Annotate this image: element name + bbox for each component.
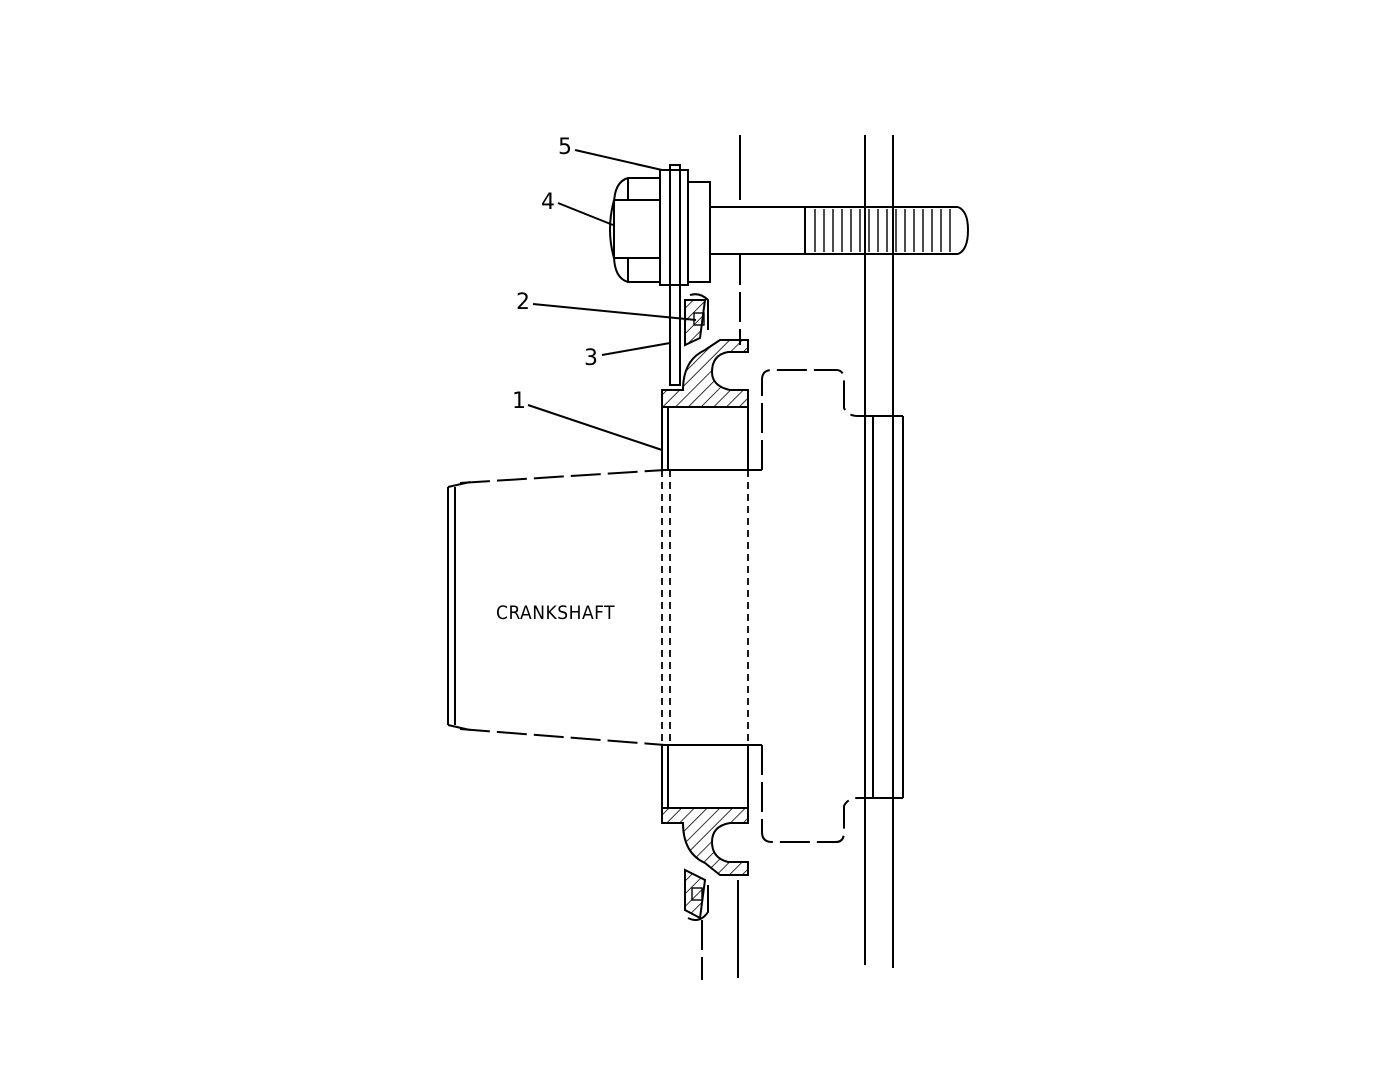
seal-upper: [661, 293, 749, 471]
installer-plate: [669, 164, 681, 386]
housing-lines: [737, 135, 904, 978]
callout-3: 3: [584, 346, 598, 371]
bolt-shank: [687, 181, 970, 283]
crankshaft-label: CRANKSHAFT: [496, 602, 615, 624]
seal-lower: [661, 744, 749, 980]
callout-2: 2: [516, 290, 530, 315]
rear-housing-outline: [761, 369, 873, 843]
bolt-head: [609, 177, 661, 283]
callout-4: 4: [541, 190, 555, 215]
callout-5: 5: [558, 135, 572, 160]
washer: [659, 169, 689, 286]
callout-1: 1: [512, 389, 526, 414]
leader-lines: [527, 149, 697, 451]
bolt-threads: [814, 209, 951, 252]
